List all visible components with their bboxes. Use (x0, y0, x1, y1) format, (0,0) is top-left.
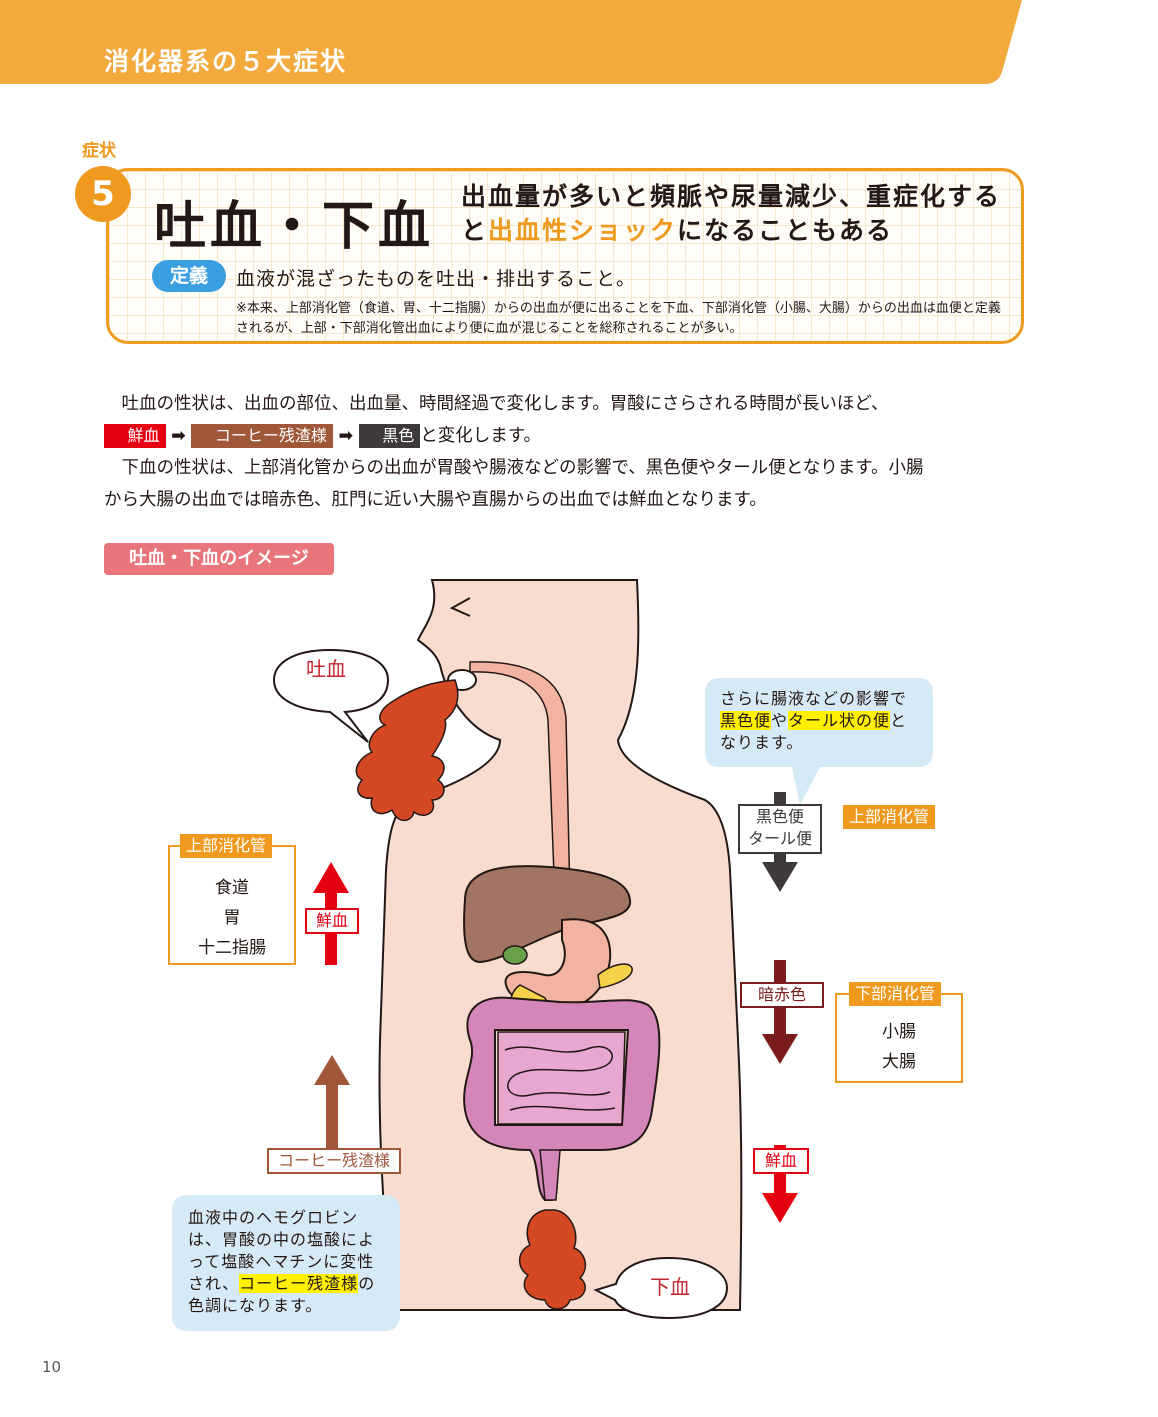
symptom-panel (106, 168, 1024, 344)
definition-text: 血液が混ざったものを吐出・排出すること。 (236, 268, 637, 290)
label-tar: タール便 (747, 829, 812, 848)
header-title: 消化器系の５大症状 (104, 47, 348, 76)
lower-gi-box: 小腸 大腸 (835, 993, 963, 1083)
lower-gi-title: 下部消化管 (849, 982, 942, 1006)
figure-section-title: 吐血・下血のイメージ (104, 543, 334, 575)
symptom-label: 症状 (82, 141, 116, 161)
symptom-subtitle: 出血量が多いと頻脈や尿量減少、重症化すると出血性ショックになることもある (461, 180, 1021, 248)
bubble-vomit-text: 吐血 (306, 657, 346, 681)
upper-gi-item: 十二指腸 (198, 938, 266, 958)
note-right-mid: や (771, 711, 789, 730)
body-text: 吐血の性状は、出血の部位、出血量、時間経過で変化します。胃酸にさらされる時間が長… (104, 388, 924, 516)
symptom-title: 吐血・下血 (154, 197, 435, 257)
header-bar (0, 0, 1022, 84)
bubble-melena-shape (593, 1256, 729, 1320)
rectum (539, 1149, 561, 1201)
label-fresh-down: 鮮血 (753, 1148, 809, 1174)
lower-gi-item: 小腸 (882, 1022, 916, 1042)
label-black-tar: 黒色便 タール便 (738, 804, 822, 854)
label-darkred: 暗赤色 (740, 982, 824, 1008)
subtitle-pre: 出血量が多いと頻脈や尿量減少、重症化すると (461, 182, 1002, 245)
definition-badge: 定義 (152, 260, 226, 292)
note-left-pre: 血液中のヘモグロビンは、胃酸の中の塩酸によって塩酸ヘマチンに変性され、 (188, 1208, 376, 1293)
label-black: 黒色便 (755, 807, 804, 826)
p1-pre: 吐血の性状は、出血の部位、出血量、時間経過で変化します。胃酸にさらされる時間が長… (121, 394, 889, 414)
note-right-hl1: 黒色便 (720, 711, 772, 730)
note-left-shape (172, 1195, 400, 1331)
subtitle-post: になることもある (677, 216, 894, 245)
note-left-post: の色調になります。 (188, 1274, 376, 1315)
paragraph-2: 下血の性状は、上部消化管からの出血が胃酸や腸液などの影響で、黒色便やタール便とな… (104, 458, 924, 510)
pancreas (597, 963, 633, 989)
paragraph-1: 吐血の性状は、出血の部位、出血量、時間経過で変化します。胃酸にさらされる時間が長… (104, 388, 924, 452)
note-right-pre: さらに腸液などの影響で (720, 689, 908, 708)
eye-icon (449, 597, 471, 617)
vomit-blood (355, 679, 459, 822)
liver (463, 865, 632, 964)
note-right-post: となります。 (720, 711, 908, 752)
symptom-number: 5 (75, 166, 131, 222)
label-coffee: コーヒー残渣様 (267, 1148, 401, 1174)
subtitle-highlight: 出血性ショック (488, 216, 678, 245)
upper-gi-box: 食道 胃 十二指腸 (168, 845, 296, 965)
upper-gi-item: 胃 (223, 908, 241, 928)
tag-black: 黒色 (358, 424, 421, 448)
body-silhouette (378, 579, 743, 1311)
label-fresh-up: 鮮血 (305, 908, 359, 934)
arrow-right-icon: ➡ (338, 426, 354, 446)
arrow-right-icon: ➡ (171, 426, 186, 446)
gallbladder (502, 945, 528, 965)
note-right-text: さらに腸液などの影響で黒色便やタール状の便となります。 (720, 688, 920, 754)
note-left-text: 血液中のヘモグロビンは、胃酸の中の塩酸によって塩酸ヘマチンに変性され、コーヒー残… (188, 1207, 390, 1317)
note-right-hl2: タール状の便 (788, 711, 891, 730)
large-intestine (463, 996, 661, 1201)
label-upper-right: 上部消化管 (843, 805, 936, 829)
bubble-melena-text: 下血 (650, 1275, 690, 1299)
lower-gi-item: 大腸 (882, 1052, 916, 1072)
small-intestine (497, 1031, 626, 1125)
tag-fresh-blood: 鮮血 (104, 424, 166, 448)
upper-gi-item: 食道 (215, 878, 249, 898)
p1-post: と変化します。 (420, 426, 541, 446)
melena-blood (518, 1209, 587, 1310)
note-left-hl: コーヒー残渣様 (239, 1274, 359, 1293)
upper-gi-title: 上部消化管 (180, 834, 273, 858)
tag-coffee-ground: コーヒー残渣様 (191, 424, 333, 448)
note-right-shape (705, 678, 933, 805)
definition-note: ※本来、上部消化管（食道、胃、十二指腸）からの出血が便に出ることを下血、下部消化… (236, 301, 1001, 336)
page-number: 10 (42, 1358, 62, 1376)
bubble-vomit-shape (272, 648, 390, 743)
arrow-down-darkred-icon (762, 960, 798, 1064)
arrow-up-brown-icon (314, 1055, 350, 1148)
